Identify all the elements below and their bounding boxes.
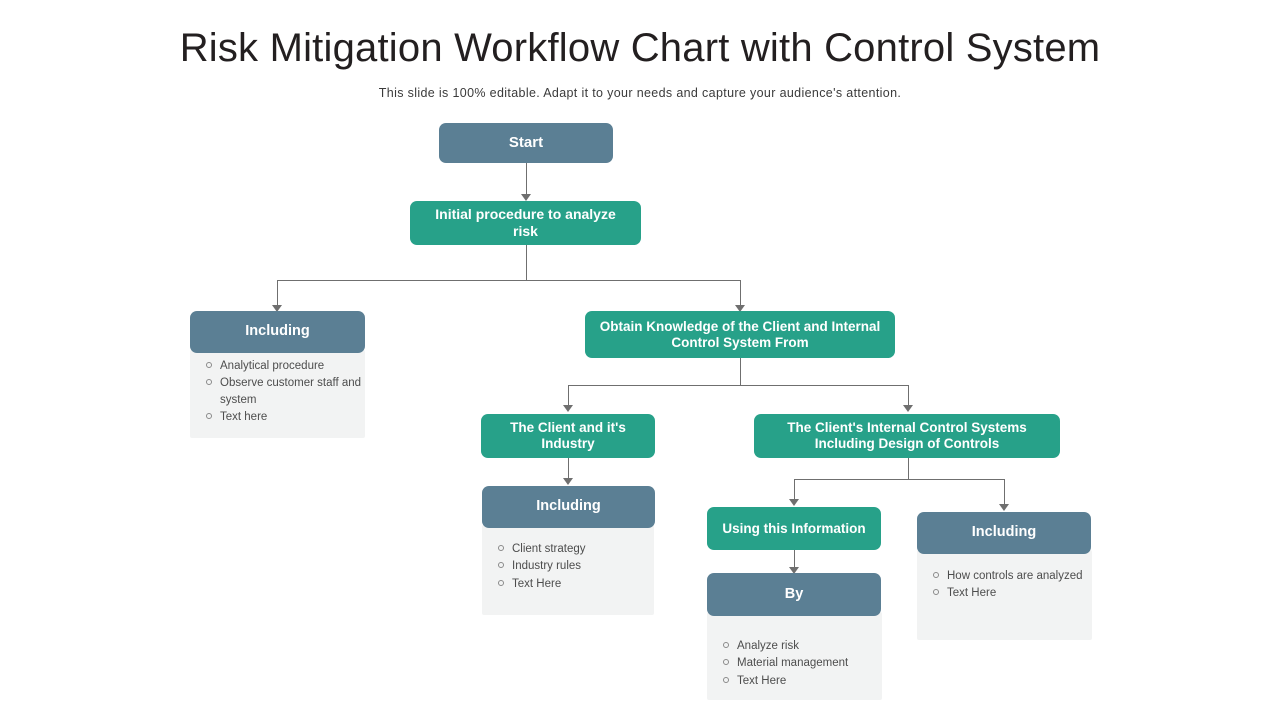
list-item: Text Here: [917, 585, 1092, 601]
arrow-using-info: [789, 499, 799, 506]
arrow-client-industry: [563, 405, 573, 412]
bullet-icon: [206, 362, 212, 368]
node-internal-control-systems[interactable]: The Client's Internal Control Systems In…: [754, 414, 1060, 458]
node-start[interactable]: Start: [439, 123, 613, 163]
bullet-icon: [206, 379, 212, 386]
list-item: Text Here: [707, 673, 882, 689]
bullet-icon: [498, 545, 504, 551]
connector-start-initial: [526, 163, 527, 196]
bullet-icon: [206, 412, 212, 419]
bullet-icon: [723, 642, 729, 648]
page-title: Risk Mitigation Workflow Chart with Cont…: [179, 26, 1101, 70]
list-item: Analyze risk: [707, 638, 882, 654]
bullet-icon: [498, 579, 504, 586]
connector-using-by: [794, 550, 795, 570]
connector-split-bus: [277, 280, 741, 281]
arrow-including-mid: [563, 478, 573, 485]
arrow-initial: [521, 194, 531, 201]
node-including-mid[interactable]: Including: [482, 486, 655, 528]
list-item: Material management: [707, 655, 882, 671]
list-item: Text here: [190, 409, 365, 425]
node-client-industry[interactable]: The Client and it's Industry: [481, 414, 655, 458]
list-item: Text Here: [482, 576, 654, 592]
arrow-internal-controls: [903, 405, 913, 412]
list-item: How controls are analyzed: [917, 568, 1092, 584]
list-item: Analytical procedure: [190, 358, 365, 374]
connector-obtain-left: [568, 385, 569, 408]
page-subtitle: This slide is 100% editable. Adapt it to…: [378, 86, 902, 100]
node-using-this-information[interactable]: Using this Information: [707, 507, 881, 550]
node-including-right[interactable]: Including: [917, 512, 1091, 554]
connector-internal-down: [908, 458, 909, 479]
list-panel-left: Analytical procedure Observe customer st…: [190, 350, 365, 438]
bullet-icon: [498, 562, 504, 569]
node-obtain-knowledge[interactable]: Obtain Knowledge of the Client and Inter…: [585, 311, 895, 358]
connector-obtain-bus: [568, 385, 908, 386]
connector-obtain-right: [908, 385, 909, 408]
bullet-icon: [933, 589, 939, 596]
arrow-including-left: [272, 305, 282, 312]
connector-internal-bus: [794, 479, 1004, 480]
node-by[interactable]: By: [707, 573, 881, 616]
node-including-left[interactable]: Including: [190, 311, 365, 353]
connector-right-branch: [740, 280, 741, 308]
list-item: Client strategy: [482, 541, 654, 557]
connector-initial-down: [526, 245, 527, 280]
bullet-icon: [723, 676, 729, 683]
connector-internal-left: [794, 479, 795, 502]
list-item: Industry rules: [482, 558, 654, 574]
arrow-by: [789, 567, 799, 574]
list-panel-right: How controls are analyzed Text Here: [917, 550, 1092, 640]
connector-clientind-including: [568, 458, 569, 481]
arrow-including-right: [999, 504, 1009, 511]
bullet-icon: [723, 659, 729, 666]
list-item: Observe customer staff and system: [190, 375, 365, 408]
connector-obtain-down: [740, 358, 741, 385]
node-initial-procedure[interactable]: Initial procedure to analyze risk: [410, 201, 641, 245]
connector-internal-right: [1004, 479, 1005, 507]
list-panel-mid: Client strategy Industry rules Text Here: [482, 525, 654, 615]
arrow-obtain: [735, 305, 745, 312]
list-panel-by: Analyze risk Material management Text He…: [707, 612, 882, 700]
bullet-icon: [933, 572, 939, 578]
connector-left-branch: [277, 280, 278, 308]
